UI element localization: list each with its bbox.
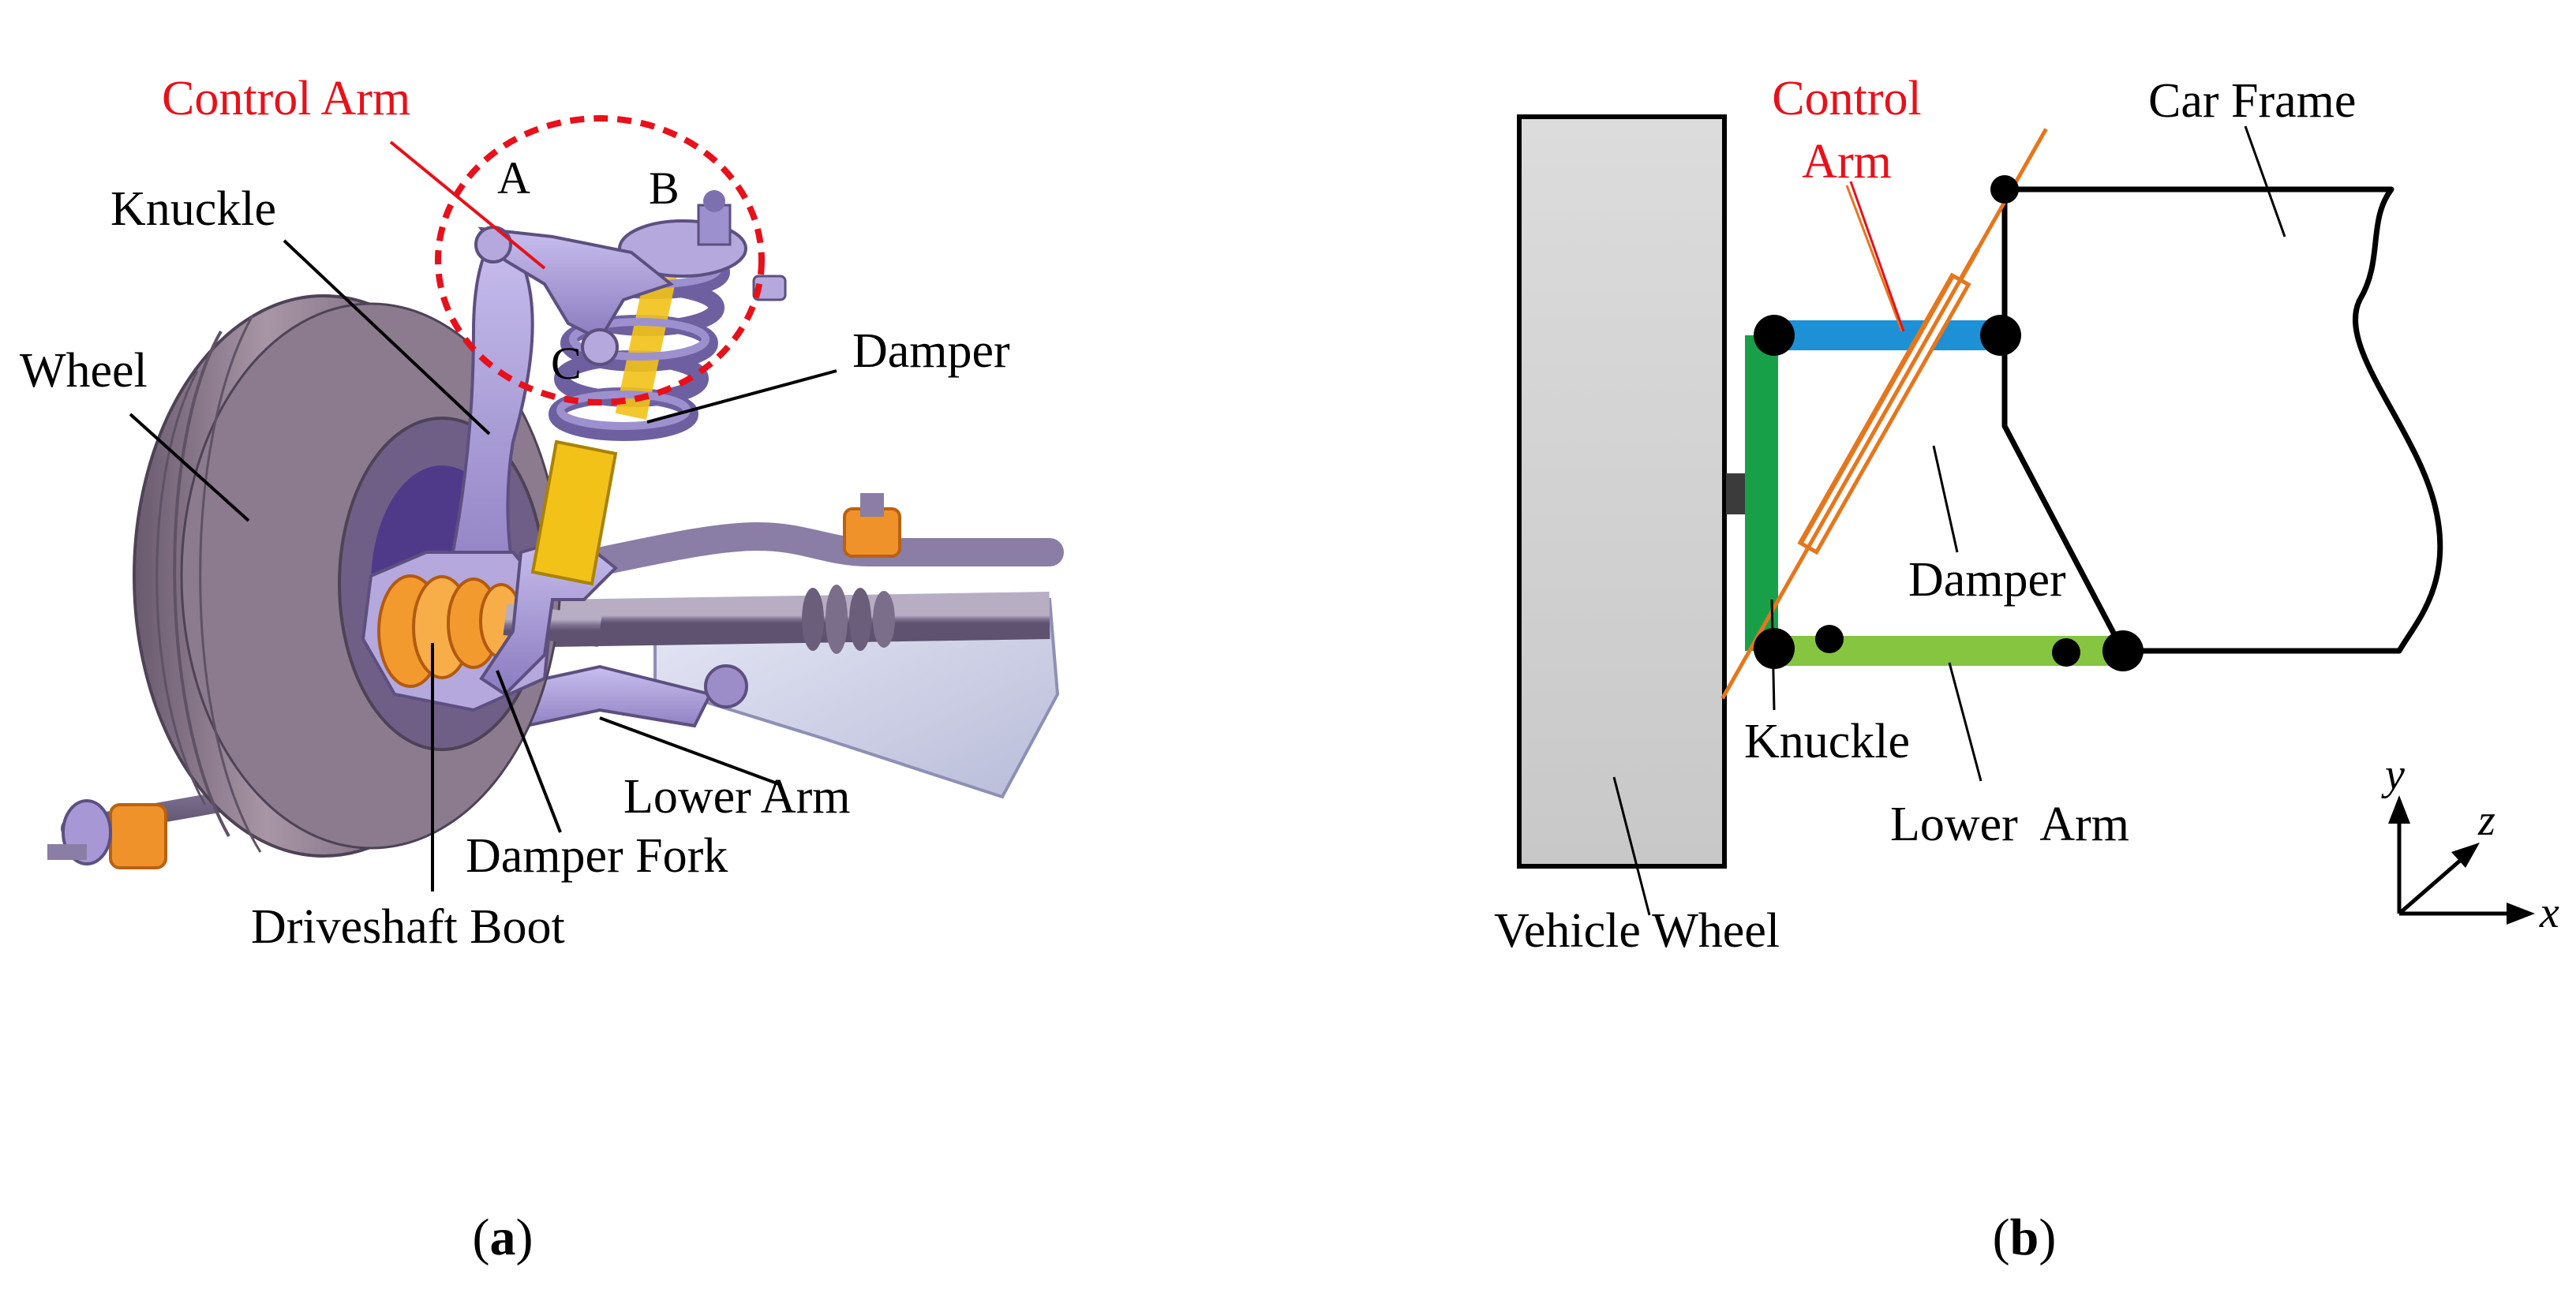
caption-a: (a) — [473, 1209, 534, 1266]
label-point-c: C — [551, 338, 582, 389]
joint-control-arm-frame — [1980, 315, 2021, 356]
label-wheel: Wheel — [20, 344, 148, 398]
label-b-lower-arm: Lower Arm — [1890, 798, 2129, 851]
joint-lower-arm-knuckle — [1754, 628, 1795, 669]
label-driveshaft-boot: Driveshaft Boot — [251, 900, 565, 954]
label-damper-fork: Damper Fork — [466, 829, 728, 883]
axis-z-line — [2398, 858, 2462, 915]
label-b-vehicle-wheel: Vehicle Wheel — [1494, 904, 1780, 958]
axis-z-arrow — [2451, 843, 2480, 868]
tie-rod-end — [47, 799, 167, 869]
axis-x-arrow — [2507, 903, 2535, 925]
leader-lines-b — [1612, 125, 2286, 916]
label-point-b: B — [649, 163, 680, 214]
leader-lines-a — [129, 140, 837, 891]
car-frame-outline — [2001, 186, 2443, 654]
label-lower-arm: Lower Arm — [623, 770, 851, 824]
label-b-control-arm-2: Arm — [1802, 135, 1892, 189]
label-damper: Damper — [852, 324, 1010, 378]
drive-shaft-right — [552, 592, 1050, 647]
joint-control-arm-knuckle — [1754, 315, 1795, 356]
damper-link — [1720, 128, 2048, 700]
joint-lower-arm-mid — [2052, 638, 2080, 667]
stabilizer-bar — [554, 521, 1064, 582]
label-axis-y: y — [2381, 750, 2405, 799]
coordinate-axes — [2388, 795, 2535, 925]
label-b-car-frame: Car Frame — [2148, 74, 2356, 128]
label-control-arm: Control Arm — [162, 72, 410, 125]
label-axis-x: x — [2539, 888, 2559, 937]
label-point-a: A — [497, 152, 530, 204]
control-arm-highlight — [435, 115, 765, 406]
joint-damper-bottom — [1815, 625, 1844, 653]
label-b-knuckle: Knuckle — [1744, 715, 1910, 768]
joint-lower-arm-frame — [2102, 630, 2144, 671]
joints — [1754, 175, 2144, 671]
label-b-damper: Damper — [1908, 553, 2066, 607]
caption-b: (b) — [1993, 1209, 2057, 1266]
panel-b: Control Arm Car Frame Damper Knuckle Low… — [1494, 72, 2559, 1266]
label-knuckle: Knuckle — [110, 182, 276, 236]
label-axis-z: z — [2477, 796, 2496, 845]
label-b-control-arm-1: Control — [1772, 72, 1921, 125]
damper-body — [530, 439, 618, 586]
joint-damper-top — [1990, 175, 2019, 204]
axis-y-arrow — [2388, 795, 2410, 824]
inner-boot — [802, 585, 895, 654]
panel-a: Control Arm A B C Knuckle Wheel Damper L… — [20, 72, 1064, 1266]
vehicle-wheel-block — [1517, 114, 1727, 869]
